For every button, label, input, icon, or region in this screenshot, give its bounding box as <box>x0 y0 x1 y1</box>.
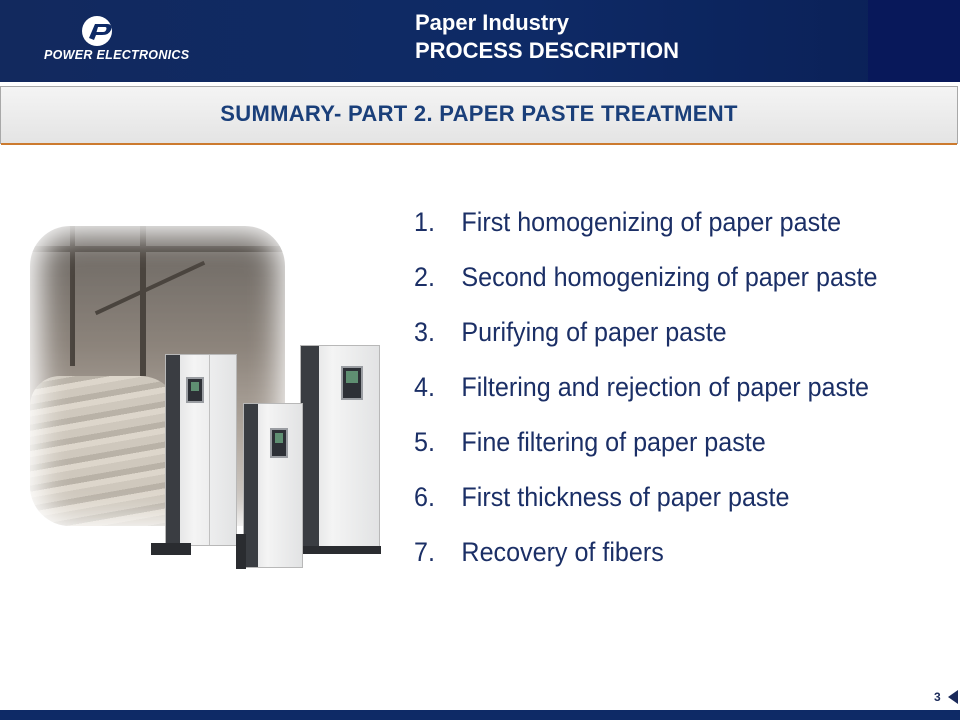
photo-conveyor <box>94 260 206 316</box>
process-list: 1. First homogenizing of paper paste 2. Se… <box>414 207 934 592</box>
drive-display <box>186 377 204 403</box>
title-line-1: Paper Industry <box>415 10 570 35</box>
list-item-text: Fine filtering of paper paste <box>461 427 766 457</box>
drive-cabinet-tall <box>300 345 381 554</box>
cabinet-side <box>166 355 180 545</box>
list-item: 1. First homogenizing of paper paste <box>414 207 898 238</box>
drive-cabinet-large <box>151 354 237 555</box>
list-item-number: 2. <box>414 262 435 292</box>
drive-display <box>341 366 363 400</box>
page-number: 3 <box>934 690 941 704</box>
logo-text: POWER ELECTRONICS <box>44 48 190 62</box>
cabinet-base <box>301 546 381 554</box>
list-item-number: 3. <box>414 317 435 347</box>
factory-photo <box>30 226 285 526</box>
list-item-number: 5. <box>414 427 435 457</box>
cabinet-side <box>244 404 258 567</box>
photo-beam <box>30 246 285 252</box>
cabinet-door-line <box>209 355 210 545</box>
cabinet-base <box>236 534 246 569</box>
list-item: 5. Fine filtering of paper paste <box>414 427 898 458</box>
summary-title: SUMMARY- PART 2. PAPER PASTE TREATMENT <box>220 101 738 126</box>
cabinet-base <box>151 543 191 555</box>
paper-bales <box>30 376 180 526</box>
list-item-text: Recovery of fibers <box>461 537 664 567</box>
drive-cabinet-small <box>236 403 303 569</box>
list-item-text: Second homogenizing of paper paste <box>461 262 878 292</box>
list-item-text: First thickness of paper paste <box>461 482 790 512</box>
list-item-number: 6. <box>414 482 435 512</box>
drive-display <box>270 428 288 458</box>
header-right-block <box>868 0 960 82</box>
list-item-text: First homogenizing of paper paste <box>461 207 842 237</box>
list-item: 6. First thickness of paper paste <box>414 482 898 513</box>
list-item-text: Purifying of paper paste <box>461 317 727 347</box>
list-item-text: Filtering and rejection of paper paste <box>461 372 870 402</box>
header-band: POWER ELECTRONICS Paper Industry PROCESS… <box>0 0 960 82</box>
title-line-2: PROCESS DESCRIPTION <box>415 38 680 63</box>
photo-column <box>140 226 146 376</box>
list-item: 7. Recovery of fibers <box>414 537 898 568</box>
list-item: 3. Purifying of paper paste <box>414 317 898 348</box>
list-item: 4. Filtering and rejection of paper paste <box>414 372 898 403</box>
page-title: Paper Industry PROCESS DESCRIPTION <box>415 9 679 65</box>
summary-bar: SUMMARY- PART 2. PAPER PASTE TREATMENT <box>0 86 958 145</box>
previous-slide-arrow-icon[interactable] <box>948 690 958 704</box>
list-item-number: 1. <box>414 207 435 237</box>
list-item-number: 7. <box>414 537 435 567</box>
list-item-number: 4. <box>414 372 435 402</box>
footer-bar <box>0 710 960 720</box>
list-item: 2. Second homogenizing of paper paste <box>414 262 898 293</box>
power-electronics-logo-icon <box>82 16 112 46</box>
photo-column <box>70 226 75 366</box>
cabinet-side <box>301 346 319 552</box>
